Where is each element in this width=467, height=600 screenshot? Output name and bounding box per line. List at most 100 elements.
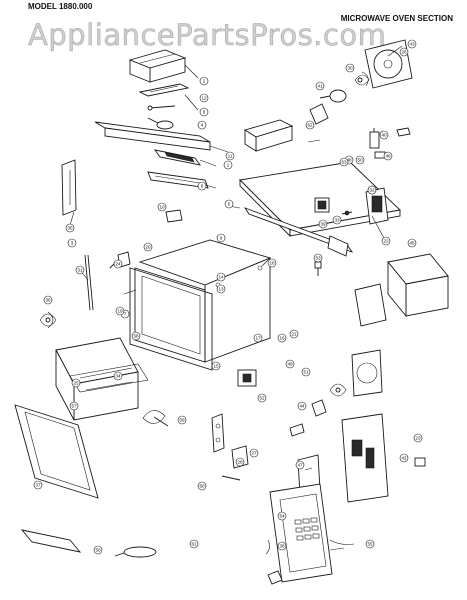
callout-label: 54 [279, 514, 285, 519]
callout-56: 56 [93, 545, 103, 555]
callout-62: 62 [305, 120, 315, 130]
callout-35: 35 [65, 223, 75, 233]
cooling-fan-blade [329, 383, 347, 397]
callout-28: 28 [235, 457, 245, 467]
callout-label: 6 [201, 184, 204, 189]
callout-53: 53 [313, 253, 323, 263]
callout-label: 34 [115, 374, 121, 379]
top-duct [243, 119, 294, 152]
callout-label: 15 [213, 364, 219, 369]
callout-15: 15 [211, 361, 221, 371]
interlock-switch-assembly [211, 413, 225, 453]
blower-fan [354, 71, 370, 87]
callout-label: 39 [320, 222, 326, 227]
callout-label: 27 [251, 451, 257, 456]
callout-label: 9 [220, 236, 223, 241]
callout-45: 45 [407, 238, 417, 248]
callout-58: 58 [131, 331, 141, 341]
callout-9: 9 [216, 233, 226, 243]
callout-41: 41 [315, 81, 325, 91]
section-title: MICROWAVE OVEN SECTION [340, 14, 453, 23]
keypad [294, 517, 320, 541]
callout-49: 49 [285, 359, 295, 369]
callout-37: 37 [33, 480, 43, 490]
callout-label: 19 [117, 309, 123, 314]
cooling-fan-motor [237, 369, 257, 387]
callout-label: 35 [67, 226, 73, 231]
callout-36: 36 [43, 295, 53, 305]
callout-label: 61 [191, 542, 197, 547]
callout-label: 51 [303, 370, 309, 375]
callout-60: 60 [197, 481, 207, 491]
callout-33: 33 [332, 215, 342, 225]
callout-label: 25 [73, 381, 79, 386]
callout-label: 26 [401, 50, 407, 55]
callout-label: 24 [115, 262, 121, 267]
callout-42: 42 [399, 453, 409, 463]
callout-40: 40 [379, 130, 389, 140]
callout-label: 45 [409, 241, 415, 246]
callout-label: 3 [71, 241, 74, 246]
stirrer-fan [39, 311, 57, 329]
callout-26: 26 [399, 47, 409, 57]
callout-19: 19 [115, 306, 125, 316]
oven-cavity [134, 239, 272, 363]
callout-16: 16 [277, 333, 287, 343]
wire-harness [265, 539, 355, 555]
model-number: MODEL 1880.000 [28, 2, 93, 11]
callout-label: 11 [228, 154, 233, 159]
callout-38: 38 [277, 541, 287, 551]
callout-14: 14 [216, 272, 226, 282]
callout-label: 32 [369, 188, 375, 193]
callout-label: 38 [279, 544, 285, 549]
callout-20: 20 [143, 242, 153, 252]
callout-label: 55 [367, 542, 373, 547]
callout-25: 25 [71, 378, 81, 388]
lamp-assembly [147, 105, 176, 130]
capacitor [369, 128, 380, 149]
magnetron [314, 197, 330, 213]
grille-strip [138, 83, 190, 97]
callout-label: 36 [45, 298, 51, 303]
callout-50: 50 [355, 155, 365, 165]
thermostat [289, 423, 305, 437]
callout-30: 30 [345, 63, 355, 73]
callout-label: 20 [145, 245, 151, 250]
callout-label: 37 [35, 483, 41, 488]
stirrer-blade [142, 410, 169, 427]
vent-plate [147, 171, 209, 189]
door-hinge-arm [84, 254, 94, 311]
thermal-switch [396, 127, 411, 137]
site-watermark: AppliancePartsPros.com [28, 18, 387, 53]
waveguide-rail [243, 207, 354, 257]
insulation-pad [354, 283, 387, 327]
callout-label: 30 [347, 66, 353, 71]
owners-manual [20, 529, 82, 553]
callout-label: 53 [315, 256, 321, 261]
callout-label: 63 [341, 160, 347, 165]
callout-17: 17 [253, 333, 263, 343]
callout-label: 31 [77, 268, 83, 273]
callout-label: 18 [269, 261, 275, 266]
callout-label: 50 [357, 158, 363, 163]
callout-label: 59 [179, 418, 185, 423]
callout-label: 12 [201, 96, 207, 101]
callout-label: 8 [203, 110, 206, 115]
top-cabinet-rail [94, 121, 211, 151]
callout-bubbles: 1234567891011121314151617181920212223242… [33, 39, 423, 555]
callout-label: 49 [287, 362, 293, 367]
callout-12: 12 [199, 93, 209, 103]
callout-6: 6 [197, 181, 207, 191]
diode [341, 210, 353, 216]
callout-label: 46 [385, 154, 391, 159]
callout-label: 41 [317, 84, 323, 89]
oven-lamp [114, 546, 157, 558]
callout-52: 52 [257, 393, 267, 403]
callout-13: 13 [216, 284, 226, 294]
callout-24: 24 [113, 259, 123, 269]
callout-23: 23 [413, 433, 423, 443]
oven-door [14, 404, 99, 499]
spacer-block [165, 209, 183, 223]
callout-47: 47 [295, 460, 305, 470]
